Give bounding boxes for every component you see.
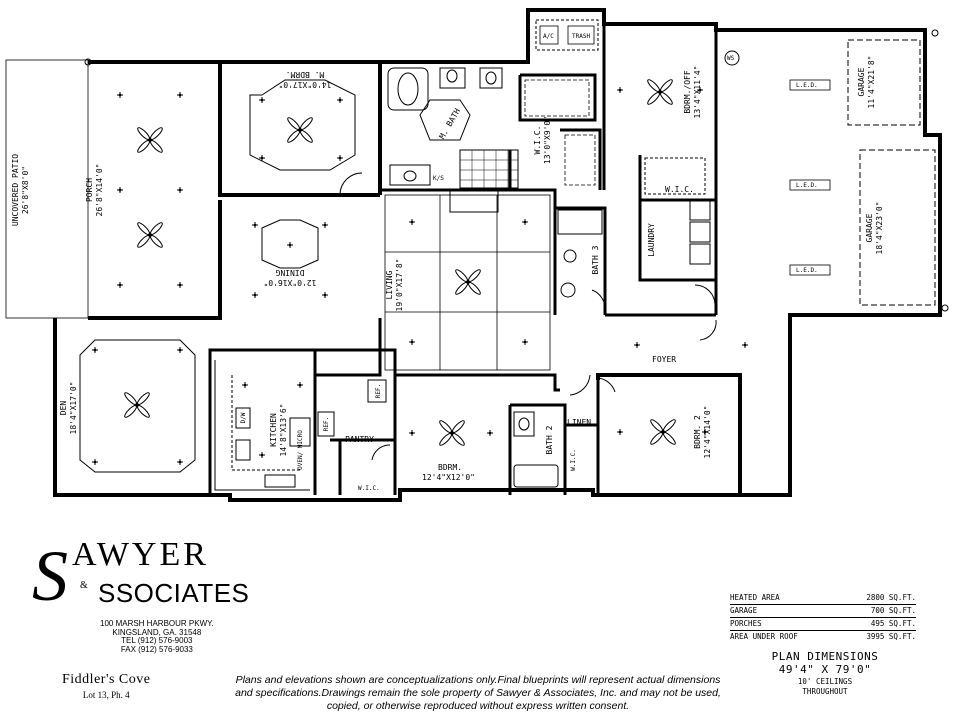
bdrm2-label: BDRM. 2 xyxy=(693,415,702,449)
wic-master-dim: 13'0"X9'0" xyxy=(543,116,552,164)
project-name: Fiddler's Cove xyxy=(62,672,151,687)
garage1-dim: 11'4"X21'8" xyxy=(867,56,876,109)
linen-label: LINEN xyxy=(567,418,591,427)
master-dim: 14'0"X17'0" xyxy=(279,80,332,89)
master-bath-fixtures xyxy=(387,67,519,213)
corner-markers xyxy=(84,29,949,312)
den-ceiling xyxy=(79,339,196,473)
fax: FAX (912) 576-9033 xyxy=(120,644,193,654)
led1: L.E.D. xyxy=(796,82,818,89)
plan-dimensions: PLAN DIMENSIONS 49'4" X 79'0" 10' CEILIN… xyxy=(740,650,910,696)
svg-text:WS: WS xyxy=(727,55,735,62)
exterior-walls xyxy=(53,8,942,502)
wic-bdrm-label: W.I.C. xyxy=(358,485,380,492)
ref-label-2: REF. xyxy=(323,417,330,431)
living-tiles xyxy=(384,194,551,371)
address-line2: KINGSLAND, GA. 31548 xyxy=(112,627,202,637)
living-label: LIVING xyxy=(385,270,394,299)
patio-label: UNCOVERED PATIO xyxy=(11,154,20,226)
ks-label: K/S xyxy=(433,175,444,182)
kitchen-fixtures xyxy=(214,360,387,491)
kitchen-label: KITCHEN xyxy=(269,413,278,447)
doors xyxy=(339,172,717,461)
floor-plan: A/C TRASH K xyxy=(5,8,949,502)
dining-label: DINING xyxy=(275,268,304,277)
disclaimer: Plans and elevations shown are conceptua… xyxy=(235,674,721,712)
address-line1: 100 MARSH HARBOUR PKWY. xyxy=(100,619,214,628)
led2: L.E.D. xyxy=(796,182,818,189)
led-lights: L.E.D. L.E.D. L.E.D. xyxy=(789,79,831,276)
company-address: 100 MARSH HARBOUR PKWY. KINGSLAND, GA. 3… xyxy=(100,619,214,654)
interior-walls xyxy=(208,24,718,495)
porch-fans xyxy=(116,91,184,289)
patio xyxy=(5,59,89,319)
living-dim: 19'0"X17'8" xyxy=(395,259,404,312)
porch-label: PORCH xyxy=(85,178,94,202)
plan-dims-value: 49'4" X 79'0" xyxy=(778,663,872,676)
wic-small-label: W.I.C. xyxy=(665,185,694,194)
bdrm2-dim: 12'4"X14'0" xyxy=(703,406,712,459)
laundry-fixtures xyxy=(644,157,711,265)
logo-amp: & xyxy=(80,580,88,591)
ws-symbol: WS xyxy=(724,50,740,66)
company-logo: S AWYER & SSOCIATES xyxy=(30,536,260,620)
den-label: DEN xyxy=(59,401,68,416)
bdrm-label: BDRM. xyxy=(438,463,462,472)
trash-label: TRASH xyxy=(572,33,590,40)
garage2-dim: 18'4"X23'0" xyxy=(875,202,884,255)
project-info: Fiddler's Cove Lot 13, Ph. 4 xyxy=(62,672,150,700)
garages xyxy=(847,39,936,306)
bath3-fixtures xyxy=(557,209,603,298)
garage1-label: GARAGE xyxy=(857,67,866,96)
ceilings-line1: 10' CEILINGS xyxy=(797,677,853,686)
bdrm-dim: 12'4"X12'0" xyxy=(422,473,475,482)
dw-label: D/W xyxy=(240,412,247,423)
logo-line1: AWYER xyxy=(72,536,209,573)
bdrm-off-label: BDRM./OFF xyxy=(683,70,692,114)
foyer-label: FOYER xyxy=(652,355,676,364)
ceilings-line2: THROUGHOUT xyxy=(802,687,848,696)
bath2-label: BATH 2 xyxy=(545,425,554,454)
ac-label: A/C xyxy=(543,33,554,40)
tel: TEL (912) 576-9003 xyxy=(121,636,193,645)
kitchen-dim: 14'8"X13'6" xyxy=(279,404,288,457)
pantry-label: PANTRY xyxy=(345,435,374,444)
patio-dim: 26'8"X8'0" xyxy=(21,166,30,214)
oven-label: OVEN/ MICRO xyxy=(297,430,304,470)
bdrm-ceiling xyxy=(408,409,494,457)
plan-dims-title: PLAN DIMENSIONS xyxy=(771,650,879,663)
ref-label: REF. xyxy=(375,384,382,398)
mbath-label: M. BATH xyxy=(438,107,463,141)
dining-dim: 12'0"X16'0" xyxy=(264,278,317,287)
logo-big-s: S xyxy=(32,536,68,616)
master-wic xyxy=(524,79,596,186)
den-dim: 18'4"X17'0" xyxy=(69,382,78,435)
logo-line2: SSOCIATES xyxy=(98,578,250,608)
led3: L.E.D. xyxy=(796,267,818,274)
wic-bdrm2-label: W.I.C. xyxy=(570,449,577,471)
porch-dim: 26'8"X14'0" xyxy=(95,164,104,217)
laundry-label: LAUNDRY xyxy=(647,223,656,257)
ac-trash: A/C TRASH xyxy=(535,19,599,51)
bath3-label: BATH 3 xyxy=(591,245,600,274)
bath2-fixtures xyxy=(513,411,559,488)
project-lot: Lot 13, Ph. 4 xyxy=(82,690,130,700)
master-ceiling xyxy=(249,79,356,171)
living-fan xyxy=(408,218,529,346)
dining-ceiling xyxy=(251,219,329,299)
master-label: M. BDRM. xyxy=(286,70,325,79)
bdrm-off-dim: 13'4"X11'4" xyxy=(693,66,702,119)
garage2-label: GARAGE xyxy=(865,213,874,242)
foyer-lights xyxy=(633,341,749,349)
wic-master-label: W.I.C. xyxy=(533,126,542,155)
